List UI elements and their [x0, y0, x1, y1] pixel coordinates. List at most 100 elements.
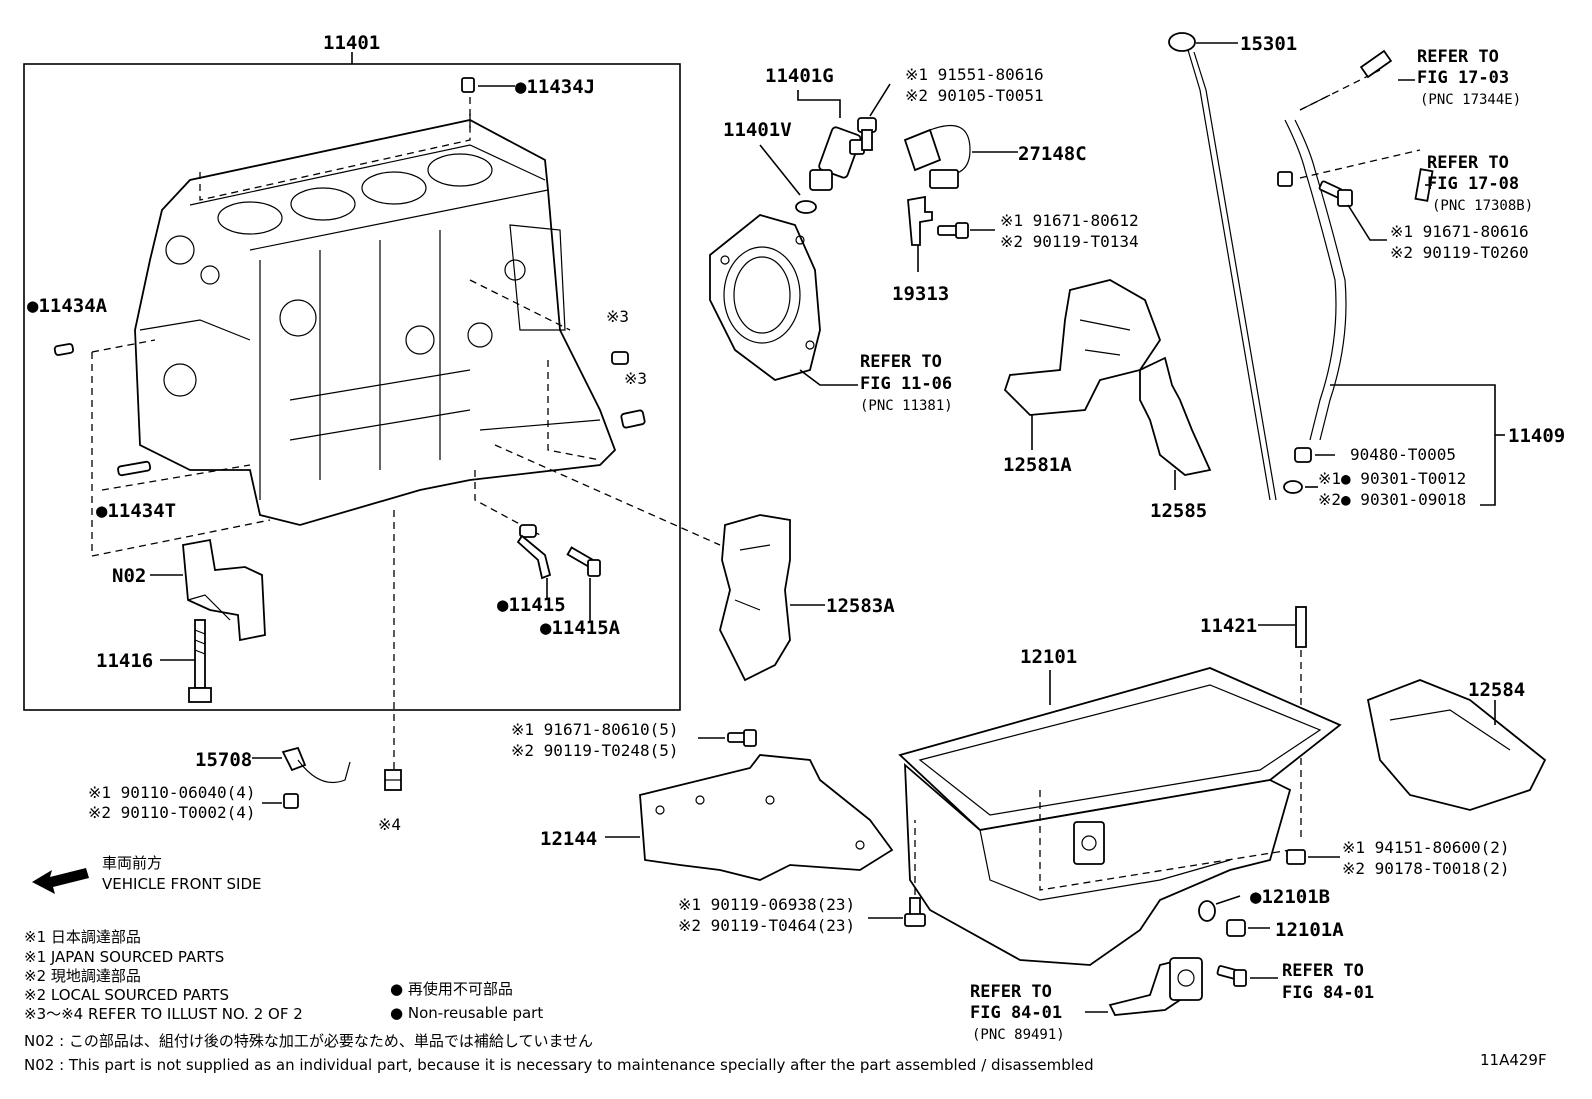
rear-oil-seal-retainer[interactable]: [709, 214, 821, 381]
label-bolt7-local[interactable]: ※2 90119-T0464(23): [678, 916, 855, 935]
insulator-12585[interactable]: [1139, 356, 1212, 476]
label-N02[interactable]: N02: [112, 565, 146, 587]
note-local-sourced-jp: ※2 現地調達部品: [24, 967, 141, 985]
oil-level-gauge-guide[interactable]: [1277, 94, 1347, 441]
bolt-90110-06040[interactable]: [283, 793, 299, 809]
oil-jet-11415[interactable]: [516, 524, 552, 580]
label-bolt6-jp[interactable]: ※1 94151-80600(2): [1342, 838, 1510, 857]
bolt-91551-80616[interactable]: [857, 117, 877, 151]
drain-plug-12101A[interactable]: [1226, 919, 1246, 937]
label-90480-T0005[interactable]: 90480-T0005: [1350, 445, 1456, 464]
label-11416[interactable]: 11416: [96, 650, 153, 672]
label-pnc-89491[interactable]: (PNC 89491): [972, 1027, 1065, 1043]
label-refer-to-1708[interactable]: REFER TO: [1427, 153, 1509, 173]
label-refer-to-8401a[interactable]: REFER TO: [970, 982, 1052, 1002]
bolt-fig-84-01[interactable]: [1216, 965, 1247, 987]
label-19313[interactable]: 19313: [892, 283, 949, 305]
label-11401V[interactable]: 11401V: [723, 119, 792, 141]
plug-11434J[interactable]: [461, 77, 475, 93]
sensor-11401G[interactable]: [809, 126, 865, 191]
bracket-19313[interactable]: [907, 195, 933, 246]
label-11409[interactable]: 11409: [1508, 425, 1565, 447]
stiffener-12144[interactable]: [639, 754, 894, 881]
label-refer-to-1[interactable]: REFER TO: [860, 352, 942, 372]
hose-fig-17-08[interactable]: [1414, 168, 1434, 202]
label-fig-11-06[interactable]: FIG 11-06: [860, 374, 952, 394]
label-12101B[interactable]: ●12101B: [1250, 886, 1330, 908]
oil-level-sensor[interactable]: [1108, 957, 1203, 1016]
label-fig-17-03[interactable]: FIG 17-03: [1417, 68, 1509, 88]
label-11434T[interactable]: ●11434T: [96, 500, 176, 522]
label-bolt2-jp[interactable]: ※1 91671-80612: [1000, 211, 1139, 230]
label-bolt2-local[interactable]: ※2 90119-T0134: [1000, 232, 1139, 251]
gasket-12101B[interactable]: [1198, 900, 1216, 922]
label-refer-to-1703[interactable]: REFER TO: [1417, 47, 1499, 67]
label-bolt5-local[interactable]: ※2 90110-T0002(4): [88, 803, 256, 822]
bolt-91671-80616[interactable]: [1318, 180, 1353, 207]
label-12101[interactable]: 12101: [1020, 646, 1077, 668]
cylinder-block[interactable]: [134, 119, 617, 526]
label-90301-09018[interactable]: ※2● 90301-09018: [1318, 490, 1466, 509]
oil-level-gauge-15301[interactable]: [1168, 32, 1277, 501]
label-11415A[interactable]: ●11415A: [540, 617, 621, 639]
label-15301[interactable]: 15301: [1240, 33, 1297, 55]
illustration-code: 11A429F: [1480, 1051, 1547, 1069]
vehicle-front-jp: 車両前方: [102, 854, 162, 872]
insulator-12583A[interactable]: [719, 514, 791, 682]
label-11434A[interactable]: ●11434A: [27, 295, 108, 317]
label-pnc-11381[interactable]: (PNC 11381): [860, 398, 953, 414]
label-11401G[interactable]: 11401G: [765, 65, 834, 87]
pin-11434A[interactable]: [53, 343, 74, 356]
label-15708[interactable]: 15708: [195, 749, 252, 771]
label-12584[interactable]: 12584: [1468, 679, 1525, 701]
label-11401[interactable]: 11401: [323, 32, 380, 54]
stud-11421[interactable]: [1295, 606, 1307, 648]
bolt-11416[interactable]: [188, 619, 212, 703]
label-refer-to-8401b[interactable]: REFER TO: [1282, 961, 1364, 981]
label-12581A[interactable]: 12581A: [1003, 454, 1072, 476]
label-12583A[interactable]: 12583A: [826, 595, 895, 617]
label-bolt3-local[interactable]: ※2 90119-T0260: [1390, 243, 1529, 262]
label-pnc-17344E[interactable]: (PNC 17344E): [1420, 92, 1521, 108]
label-note3-a: ※3: [606, 307, 629, 326]
label-bolt4-jp[interactable]: ※1 91671-80610(5): [511, 720, 679, 739]
connector-27148C[interactable]: [903, 124, 971, 189]
tube-15708[interactable]: [281, 746, 351, 784]
label-fig-84-01-b[interactable]: FIG 84-01: [1282, 983, 1374, 1003]
label-fig-17-08[interactable]: FIG 17-08: [1427, 174, 1519, 194]
gasket-90480-T0005[interactable]: [1294, 447, 1312, 463]
label-11421[interactable]: 11421: [1200, 615, 1257, 637]
bearing-cap-N02[interactable]: [182, 538, 266, 642]
bolt-11415A[interactable]: [566, 546, 601, 577]
label-bolt6-local[interactable]: ※2 90178-T0018(2): [1342, 859, 1510, 878]
label-12144[interactable]: 12144: [540, 828, 597, 850]
dowel-note3-a[interactable]: [611, 351, 629, 365]
label-bolt1-local[interactable]: ※2 90105-T0051: [905, 86, 1044, 105]
label-12585[interactable]: 12585: [1150, 500, 1207, 522]
label-90301-T0012[interactable]: ※1● 90301-T0012: [1318, 469, 1466, 488]
oil-pan-12101[interactable]: [898, 667, 1342, 966]
label-11415[interactable]: ●11415: [497, 594, 566, 616]
hose-fig-17-03[interactable]: [1359, 49, 1393, 79]
pin-11434T[interactable]: [117, 460, 152, 477]
label-bolt1-jp[interactable]: ※1 91551-80616: [905, 65, 1044, 84]
label-11434J[interactable]: ●11434J: [515, 76, 595, 98]
o-ring-11401V[interactable]: [795, 200, 817, 214]
label-pnc-17308B[interactable]: (PNC 17308B): [1432, 198, 1533, 214]
label-fig-84-01-a[interactable]: FIG 84-01: [970, 1003, 1062, 1023]
nut-94151-80600[interactable]: [1286, 849, 1306, 865]
insulator-12581A[interactable]: [1003, 279, 1162, 416]
dowel-note3-b[interactable]: [620, 409, 646, 429]
o-ring-90301[interactable]: [1283, 480, 1303, 494]
bolt-91671-80610[interactable]: [727, 729, 757, 747]
label-27148C[interactable]: 27148C: [1018, 143, 1087, 165]
bolt-90119-06938[interactable]: [904, 897, 926, 927]
label-bolt5-jp[interactable]: ※1 90110-06040(4): [88, 783, 256, 802]
bolt-91671-80612[interactable]: [937, 222, 969, 239]
label-12101A[interactable]: 12101A: [1275, 919, 1344, 941]
baffle-12584[interactable]: [1366, 679, 1547, 811]
label-bolt7-jp[interactable]: ※1 90119-06938(23): [678, 895, 855, 914]
nut-note4[interactable]: [384, 769, 402, 791]
label-bolt3-jp[interactable]: ※1 91671-80616: [1390, 222, 1529, 241]
label-bolt4-local[interactable]: ※2 90119-T0248(5): [511, 741, 679, 760]
